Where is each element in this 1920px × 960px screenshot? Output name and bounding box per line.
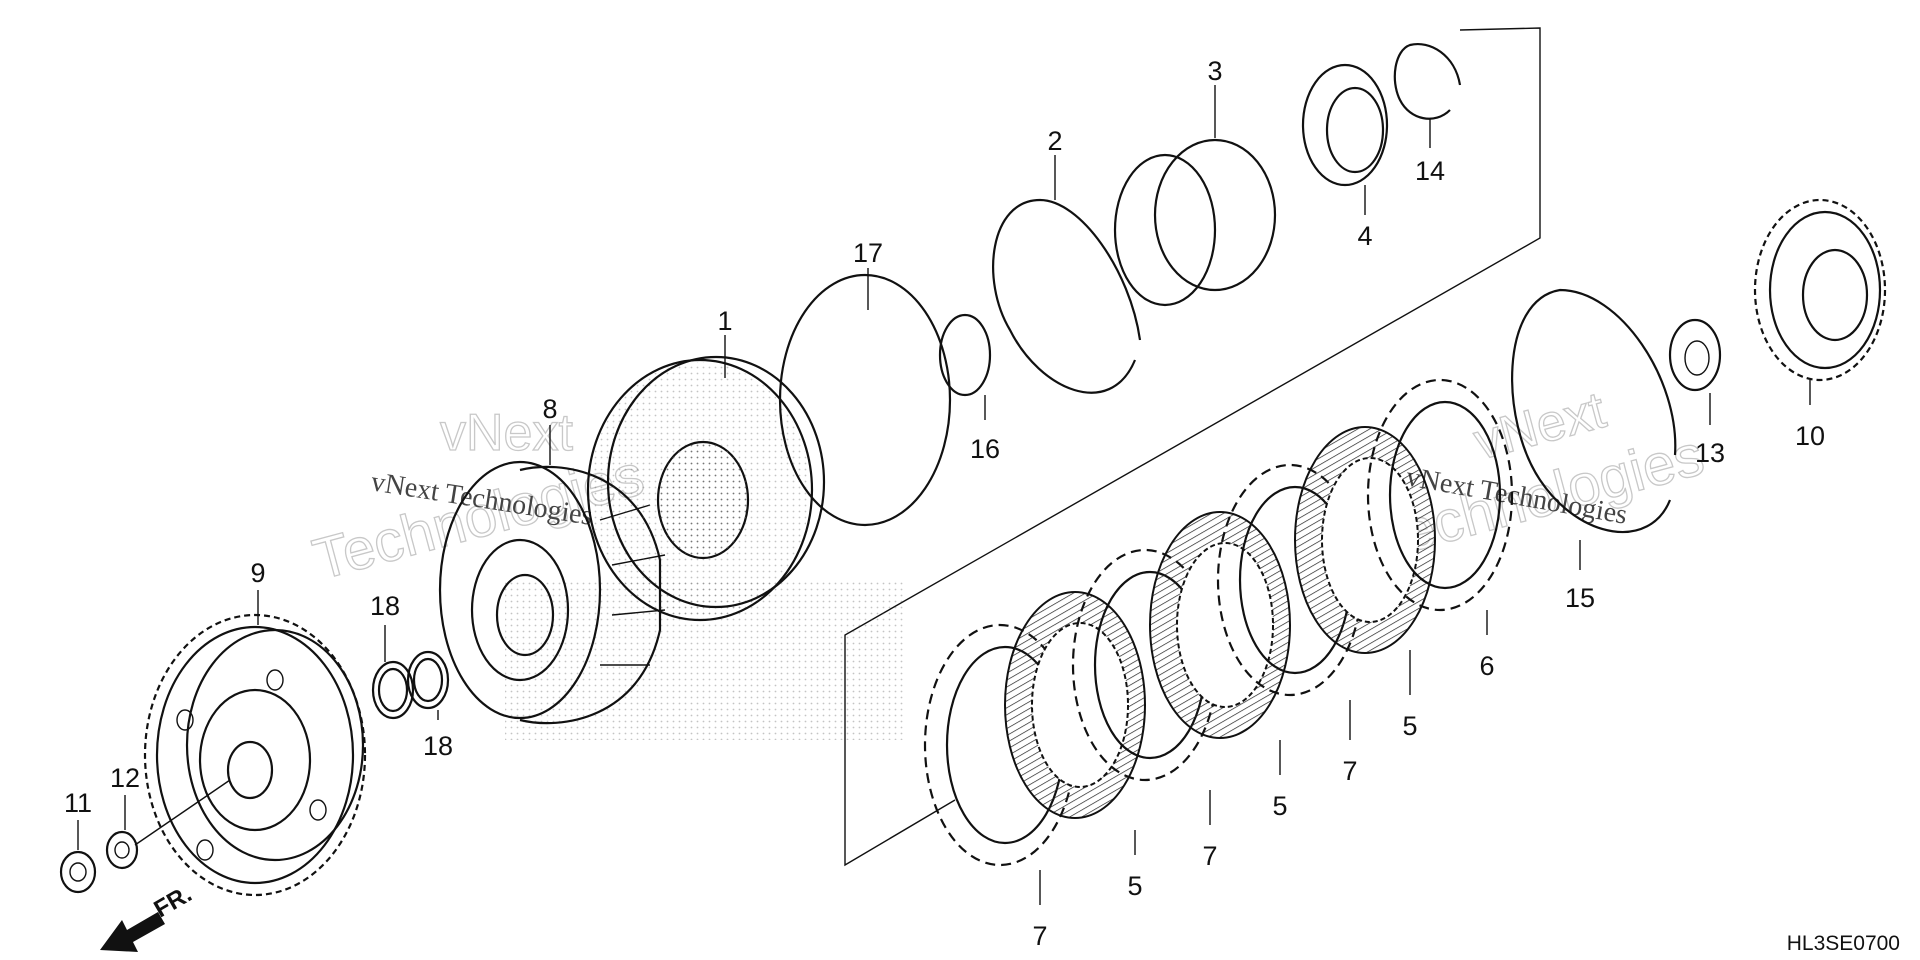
callout-12: 12: [110, 763, 140, 793]
callout-13: 13: [1695, 438, 1725, 468]
clutch-plate-6: [1366, 378, 1514, 612]
callout-5: 5: [1402, 711, 1417, 741]
friction-disc: [1294, 426, 1436, 654]
part-11-nut: [59, 850, 97, 894]
callout-17: 17: [853, 238, 883, 268]
part-2-snap-ring: [992, 198, 1142, 394]
part-10-gear: [1753, 198, 1887, 382]
callout-3: 3: [1207, 56, 1222, 86]
part-3-spring: [1113, 138, 1277, 307]
part-4-retainer: [1301, 63, 1389, 187]
callout-14: 14: [1415, 156, 1445, 186]
part-14-circlip: [1393, 42, 1462, 120]
part-15-snap-ring: [1511, 288, 1677, 533]
callouts: 1 2 3 4 5 5 5 6 7 7 7 8 9 10 11 12 13: [64, 56, 1825, 951]
callout-5: 5: [1127, 871, 1142, 901]
friction-disc: [1149, 511, 1291, 739]
part-9-gear: [143, 613, 367, 897]
callout-10: 10: [1795, 421, 1825, 451]
part-18-ring: [371, 660, 415, 720]
callout-18: 18: [423, 731, 453, 761]
svg-text:vNext: vNext: [440, 404, 573, 462]
callout-15: 15: [1565, 583, 1595, 613]
part-1-piston: [586, 355, 826, 622]
callout-18: 18: [370, 591, 400, 621]
front-direction-arrow: FR.: [100, 880, 196, 952]
callout-11: 11: [64, 788, 92, 818]
callout-7: 7: [1032, 921, 1047, 951]
callout-1: 1: [717, 306, 732, 336]
callout-8: 8: [542, 394, 557, 424]
part-13-washer: [1668, 318, 1722, 392]
callout-16: 16: [970, 434, 1000, 464]
callout-7: 7: [1202, 841, 1217, 871]
drawing-code: HL3SE0700: [1787, 932, 1900, 955]
callout-9: 9: [250, 558, 265, 588]
part-17-o-ring: [778, 273, 952, 527]
callout-7: 7: [1342, 756, 1357, 786]
friction-disc: [1004, 591, 1146, 819]
part-18-ring: [406, 650, 450, 710]
part-12-washer: [105, 830, 139, 870]
callout-6: 6: [1479, 651, 1494, 681]
callout-5: 5: [1272, 791, 1287, 821]
part-16-o-ring: [938, 313, 992, 397]
callout-4: 4: [1357, 221, 1372, 251]
callout-2: 2: [1047, 126, 1062, 156]
assembly-boundary: [844, 27, 1541, 867]
